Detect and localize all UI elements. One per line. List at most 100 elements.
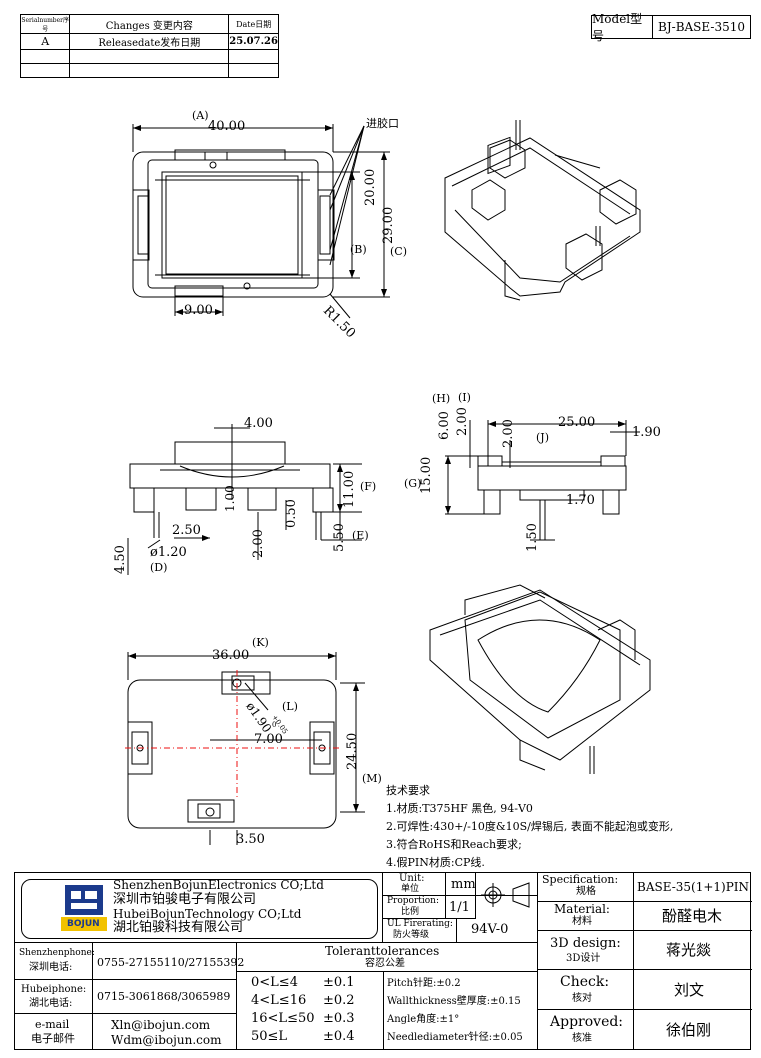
contact-hr2 (15, 1013, 237, 1014)
dim-m-label: (M) (362, 772, 382, 785)
dim-i-label: (I) (458, 391, 471, 404)
material-label-cn: 材料 (572, 916, 592, 927)
hb-phone-value: 0715-3061868/3065989 (97, 990, 231, 1003)
sz-phone-value: 0755-27155110/27155392 (97, 956, 245, 969)
tol-value-1: ±0.1 (323, 975, 355, 990)
proportion-row: Proportion: 比例 1/1 (383, 896, 476, 919)
contact-sep (92, 943, 93, 1049)
rev-empty-cell (19, 63, 71, 78)
dim-a-label: (A) (192, 109, 209, 122)
title-block: BOJUN ShenzhenBojunElectronics CO;Ltd 深圳… (14, 872, 752, 1050)
unit-value: mm (451, 877, 476, 892)
model-box: Model型号 BJ-BASE-3510 (591, 12, 751, 43)
approved-label-cn: 核准 (572, 1033, 592, 1044)
projection-symbol-icon (481, 882, 530, 908)
dim-e-label: (E) (352, 529, 369, 542)
rev-empty-cell (69, 63, 230, 78)
hb-phone-label-cn: 湖北电话: (29, 998, 73, 1009)
check-value: 刘文 (674, 981, 705, 999)
company-cn-2: 湖北铂骏科技有限公司 (113, 920, 244, 935)
dim-9-value: 9.00 (184, 303, 213, 318)
proportion-label: Proportion: (387, 896, 440, 906)
company-en-2: HubeiBojunTechnology CO;Ltd (113, 907, 302, 921)
dim-l-label: (L) (282, 700, 298, 713)
dim-15-value: 15.00 (419, 456, 434, 494)
contact-area: Shenzhenphone: 深圳电话: 0755-27155110/27155… (15, 943, 244, 1049)
pitch-tolerance: Pitch针距:±0.2 (387, 978, 461, 989)
company-cn-1: 深圳市铂骏电子有限公司 (113, 892, 257, 907)
hole-tol-lower: 0 (272, 721, 277, 729)
dim-11-value: 11.00 (342, 470, 357, 508)
dim-5-5-value: 5.50 (332, 523, 347, 552)
dim-1-7-value: 1.70 (566, 493, 595, 508)
contact-hr1 (15, 979, 237, 980)
tolerance-sep (383, 971, 384, 1049)
dim-d-label: (D) (150, 561, 168, 574)
tolerance-area: Toleranttolerances 容忍公差 0<L≤4 ±0.1 4<L≤1… (237, 943, 538, 1049)
tol-value-4: ±0.4 (323, 1029, 355, 1044)
dim-0-5-value: 0.50 (284, 499, 299, 528)
angle-tolerance: Angle角度:±1° (387, 1014, 460, 1025)
dim-h-label: (H) (432, 392, 451, 405)
bojun-logo-icon (61, 885, 107, 931)
wall-tolerance: Wallthickness壁厚度:±0.15 (387, 996, 521, 1007)
tech-requirements: 技术要求 1.材质:T375HF 黑色, 94-V0 2.可焊性:430+/-1… (386, 782, 673, 872)
iso-view-bottom (429, 584, 651, 774)
ul-label: UL Firerating: (387, 919, 453, 929)
gate-label: 进胶口 (366, 117, 399, 130)
dim-36-value: 36.00 (212, 648, 250, 663)
spec-label-cn: 规格 (576, 886, 596, 897)
bottom-view-outline (127, 679, 337, 829)
spec-hr (538, 901, 752, 902)
dim-b-value: 20.00 (363, 168, 378, 206)
tolerance-hr (237, 971, 538, 972)
dim-j-label: (J) (536, 431, 549, 444)
dim-4-value: 4.00 (244, 416, 273, 431)
design-label: 3D design: (550, 936, 621, 951)
tech-item: 1.材质:T375HF 黑色, 94-V0 (386, 802, 533, 815)
unit-row: Unit: 单位 mm (383, 873, 538, 919)
sz-phone-label-cn: 深圳电话: (29, 962, 73, 973)
dim-6-value: 6.00 (437, 411, 452, 440)
approval-area: 3D design: 3D设计 蒋光燚 Check: 核对 刘文 Approve… (538, 931, 752, 1049)
pin-dia-value: ø1.20 (150, 545, 187, 560)
spec-sep (633, 873, 634, 931)
material-label: Material: (554, 902, 610, 916)
unit-area: Unit: 单位 mm Proportion: 比例 1/1 UL Firera… (383, 873, 538, 943)
proportion-value: 1/1 (449, 900, 470, 915)
side-view (477, 455, 627, 540)
tol-value-3: ±0.3 (323, 1011, 355, 1026)
proportion-label-cn: 比例 (401, 907, 420, 917)
dim-c-label: (C) (390, 245, 407, 258)
tolerance-title: Toleranttolerances (325, 944, 440, 958)
dim-b-label: (B) (350, 243, 367, 256)
spec-area: Specification: 规格 BASE-35(1+1)PIN Materi… (538, 873, 752, 931)
dim-k-label: (K) (252, 636, 269, 649)
dim-1-9-value: 1.90 (632, 425, 661, 440)
email-value-2: Wdm@ibojun.com (111, 1033, 222, 1047)
bottom-view (127, 671, 337, 829)
revision-table: Serialnumber序号 Changes 变更内容 Date日期 A Rel… (19, 14, 279, 78)
tech-item: 2.可焊性:430+/-10度&10S/焊锡后, 表面不能起泡或变形, (386, 820, 674, 833)
tol-range-3: 16<L≤50 (251, 1011, 315, 1026)
check-label: Check: (560, 974, 610, 990)
dim-2a-value: 2.00 (455, 407, 470, 436)
ul-sep (456, 919, 457, 942)
unit-sep (445, 873, 446, 919)
dim-3-5-value: 3.50 (236, 832, 265, 847)
dim-g-label: (G) (404, 477, 422, 490)
approval-hr1 (538, 969, 752, 970)
top-view (132, 149, 335, 298)
design-label-cn: 3D设计 (566, 953, 601, 964)
front-view (129, 441, 334, 540)
company-area: BOJUN ShenzhenBojunElectronics CO;Ltd 深圳… (15, 873, 383, 943)
tol-range-4: 50≤L (251, 1029, 288, 1044)
needle-tolerance: Needlediameter针径:±0.05 (387, 1032, 523, 1043)
spec-label: Specification: (542, 873, 619, 886)
dim-1-value: 1.00 (223, 485, 237, 512)
ul-label-cn: 防火等级 (393, 930, 430, 940)
tolerance-title-cn: 容忍公差 (365, 958, 405, 969)
tech-item: 4.假PIN材质:CP线. (386, 856, 485, 869)
tol-range-1: 0<L≤4 (251, 975, 298, 990)
rev-empty-cell (228, 63, 279, 78)
